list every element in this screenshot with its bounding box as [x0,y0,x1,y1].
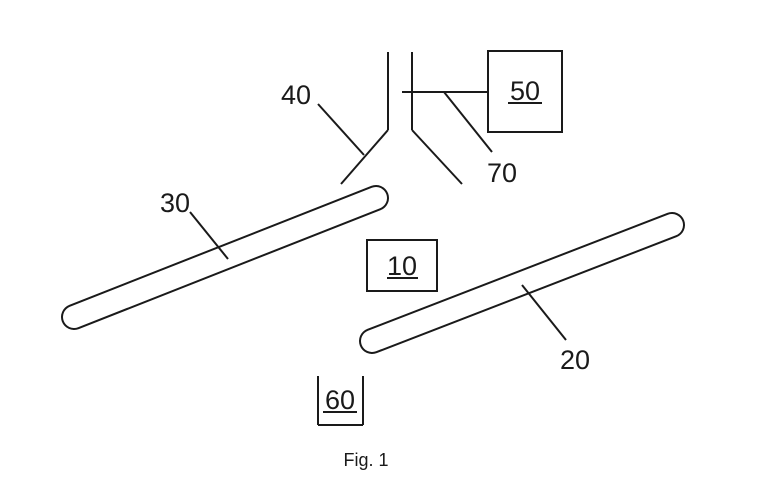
figure-caption: Fig. 1 [343,450,388,470]
rod-30 [61,185,389,330]
component-60: 60 [317,376,364,426]
leader-30 [189,211,229,260]
leader-20 [521,284,567,341]
ref-label-20: 20 [560,345,590,375]
leader-70 [443,91,493,153]
ref-label-70: 70 [487,158,517,188]
component-10: 10 [366,239,438,292]
ref-label-30: 30 [160,188,190,218]
ref-label-50: 50 [510,76,540,106]
rod-20 [359,212,685,354]
ref-label-10: 10 [387,251,417,281]
nozzle-40 [340,52,463,185]
ref-label-60: 60 [325,385,355,415]
leader-40 [317,103,365,156]
ref-label-40: 40 [281,80,311,110]
component-50 [402,50,563,133]
